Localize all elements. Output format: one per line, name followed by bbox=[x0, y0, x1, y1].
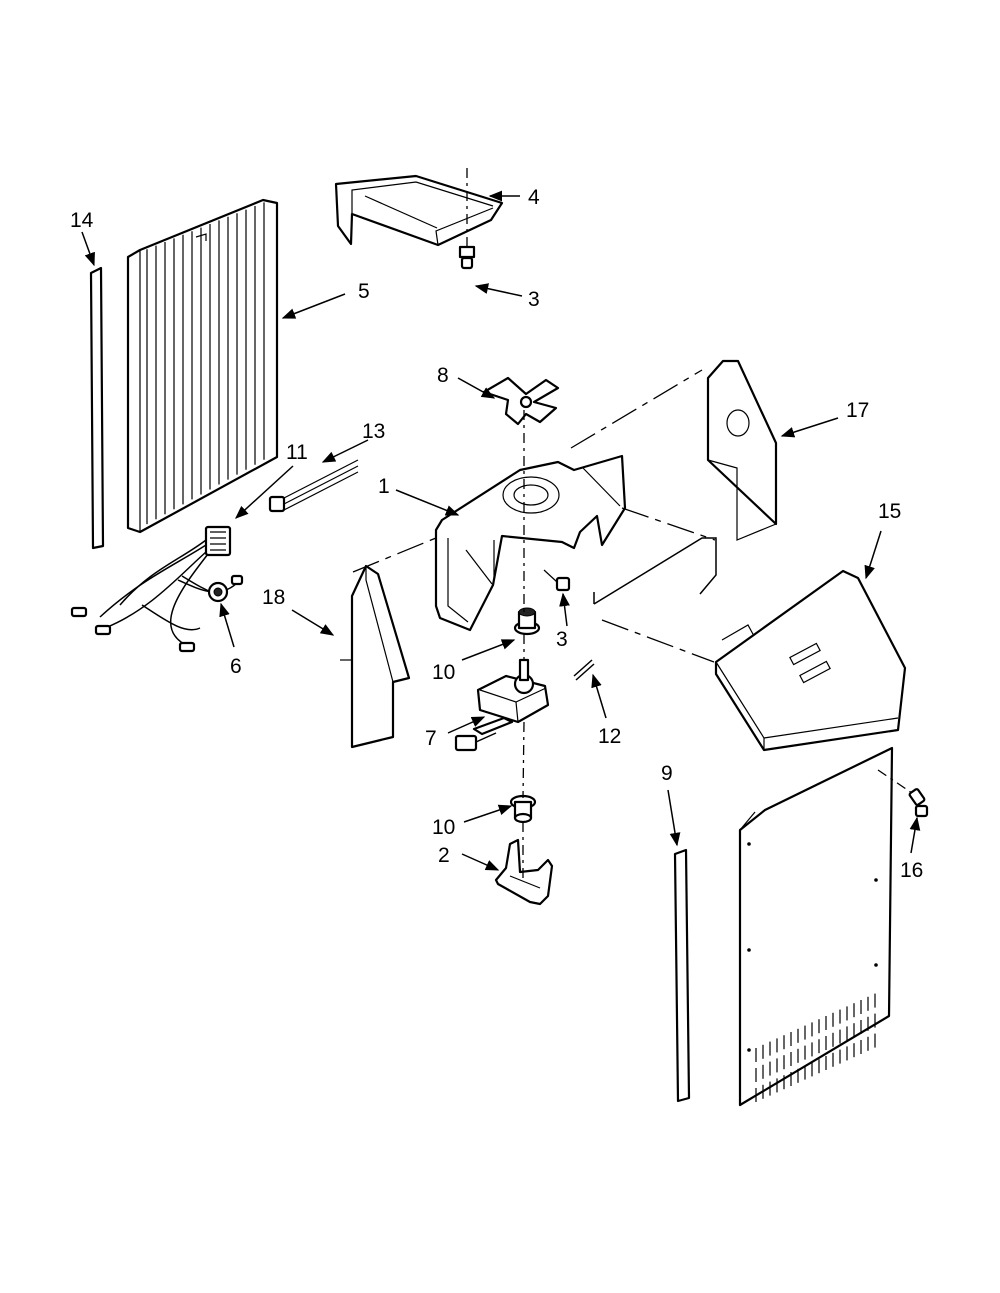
part-8-fan-blade bbox=[482, 376, 560, 426]
callout-12: 12 bbox=[598, 725, 621, 748]
callout-11: 11 bbox=[286, 441, 308, 464]
callout-8: 8 bbox=[437, 364, 449, 387]
callout-3-mid: 3 bbox=[556, 628, 568, 651]
part-12-rod bbox=[593, 537, 717, 605]
callout-13: 13 bbox=[362, 420, 385, 443]
part-1-housing bbox=[434, 454, 627, 632]
callout-1: 1 bbox=[378, 475, 390, 498]
callout-10-top: 10 bbox=[432, 661, 455, 684]
callout-15: 15 bbox=[878, 500, 901, 523]
part-16-screw bbox=[908, 788, 929, 818]
part-7-motor bbox=[454, 658, 550, 752]
alignment-lines bbox=[352, 369, 913, 882]
part-10-grommet-bottom bbox=[509, 794, 537, 824]
callout-14: 14 bbox=[70, 209, 94, 232]
part-18-baffle bbox=[340, 564, 411, 749]
callout-10-bottom: 10 bbox=[432, 816, 455, 839]
callout-labels: 1 2 3 3 4 5 6 7 8 9 10 10 11 12 13 14 15… bbox=[70, 186, 923, 882]
part-12-clip bbox=[573, 659, 595, 681]
callout-6: 6 bbox=[230, 655, 242, 678]
callout-18: 18 bbox=[262, 586, 285, 609]
callout-9: 9 bbox=[661, 762, 673, 785]
callout-3-top: 3 bbox=[528, 288, 540, 311]
part-13-heater bbox=[268, 459, 359, 513]
part-3-screw-top bbox=[458, 245, 476, 270]
part-17-baffle bbox=[706, 359, 778, 541]
part-2-bracket bbox=[494, 838, 554, 906]
part-15-cover bbox=[714, 569, 907, 1107]
part-14-strip bbox=[89, 266, 105, 550]
callout-2: 2 bbox=[438, 844, 450, 867]
leader-arrows bbox=[81, 190, 921, 871]
part-10-grommet-top bbox=[513, 607, 541, 636]
part-4-shroud bbox=[334, 168, 504, 260]
part-9-strip bbox=[673, 848, 691, 1103]
callout-7: 7 bbox=[425, 727, 437, 750]
part-3-screw-mid bbox=[543, 569, 571, 592]
callout-16: 16 bbox=[900, 859, 923, 882]
part-6-thermistor bbox=[207, 581, 229, 603]
callout-4: 4 bbox=[528, 186, 540, 209]
callout-17: 17 bbox=[846, 399, 869, 422]
callout-5: 5 bbox=[358, 280, 370, 303]
part-5-panel bbox=[126, 198, 279, 534]
part-11-harness bbox=[70, 525, 244, 653]
